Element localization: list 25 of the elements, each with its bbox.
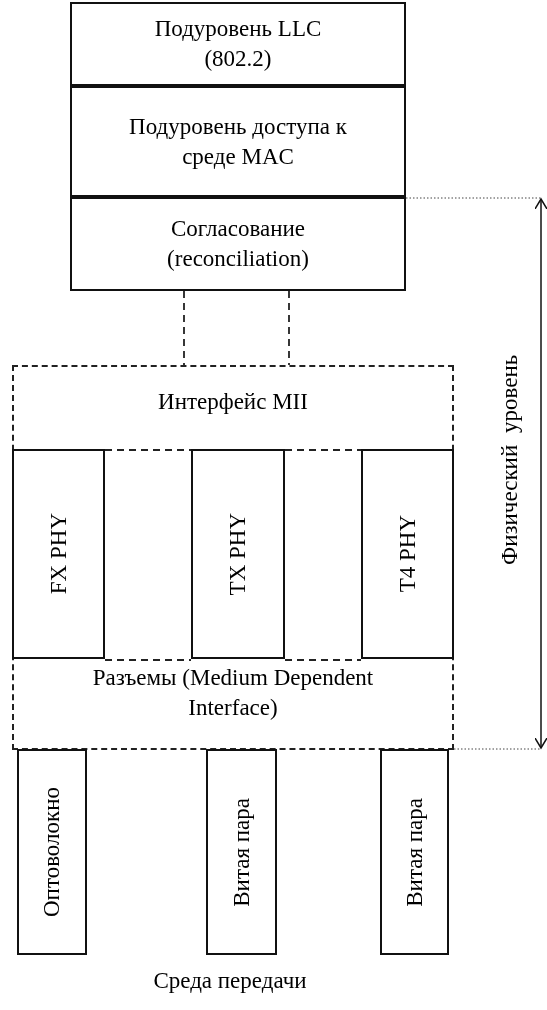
vertical-box [191, 449, 285, 659]
dimension-label: Физический уровень [497, 353, 523, 568]
vertical-label: FX PHY [45, 513, 72, 595]
layer-label: Подуровень LLC (802.2) [153, 15, 323, 73]
layer-box [70, 2, 406, 86]
vertical-box [17, 749, 87, 955]
layer-label: Согласование (reconciliation) [166, 215, 310, 273]
vertical-label: TX PHY [225, 512, 251, 596]
vertical-label: Оптоволокно [39, 787, 65, 917]
caption-label: Среда передачи [152, 967, 308, 995]
vertical-box [12, 449, 105, 659]
interface-label: Интерфейс MII [157, 388, 309, 416]
connector-line [288, 290, 290, 366]
vertical-label: Витая пара [228, 797, 255, 907]
vertical-label: Витая пара [401, 797, 428, 907]
vertical-label: T4 PHY [394, 515, 421, 593]
interface-box [12, 365, 454, 750]
interface-label: Разъемы (Medium Dependent Interface) [91, 664, 375, 722]
layer-label: Подуровень доступа к среде MAC [128, 112, 348, 171]
connector-line [183, 290, 185, 366]
vertical-box [361, 449, 454, 659]
layer-box [70, 86, 406, 197]
vertical-box [206, 749, 277, 955]
vertical-box [380, 749, 449, 955]
layer-box [70, 197, 406, 291]
